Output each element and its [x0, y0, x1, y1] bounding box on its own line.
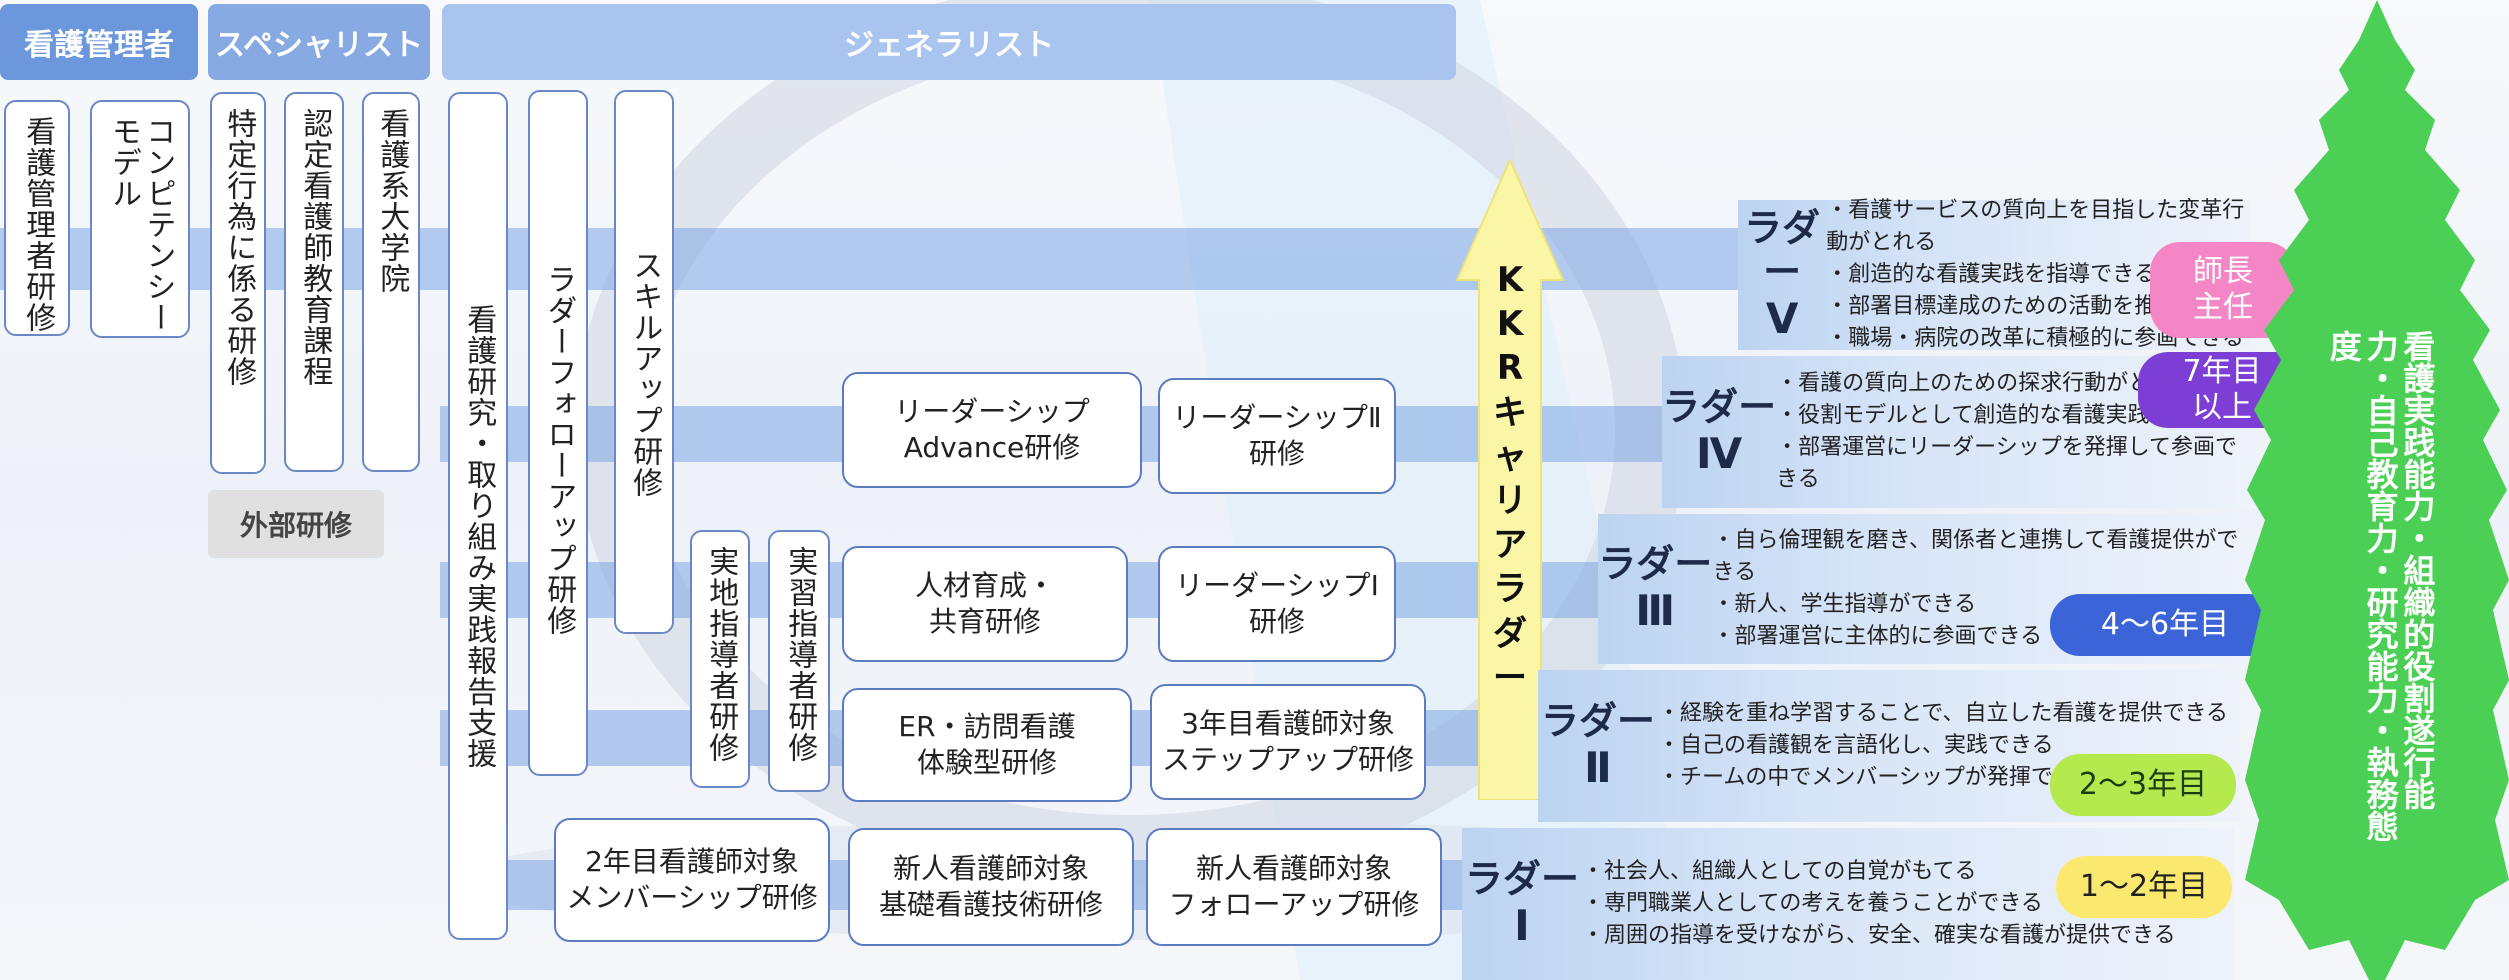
- career-ladder-char: K: [1496, 304, 1524, 345]
- external-training-label: 外部研修: [208, 490, 384, 558]
- ladder-label-text: ラダー: [1598, 542, 1713, 586]
- ladder-description-item: 専門職業人としての考えを養うことができる: [1582, 888, 2176, 920]
- ladder-label-text: ラダー: [1744, 206, 1821, 294]
- ladder-description-list: 経験を重ね学習することで、自立した看護を提供できる自己の看護観を言語化し、実践で…: [1658, 698, 2228, 794]
- ladder-description-item: 看護サービスの質向上を目指した変革行動がとれる: [1826, 195, 2250, 259]
- ladder-level-number: Ⅱ: [1584, 742, 1612, 792]
- nursing-graduate-box: 看護系大学院: [362, 92, 420, 472]
- competency-model-box: コンピテンシー モデル: [90, 100, 190, 338]
- career-ladder-char: R: [1496, 348, 1524, 389]
- practicum-instructor-box: 実習指導者研修: [768, 530, 830, 792]
- skillup-training-box: スキルアップ研修: [614, 90, 674, 634]
- experience-badge-text: 7年目: [2182, 354, 2262, 389]
- experience-badge: 1～2年目: [2056, 856, 2232, 918]
- ladder-followup-box: ラダーフォローアップ研修: [528, 90, 588, 776]
- tree-competencies-text: 看護実践能力・組織的役割遂行能力・自己教育力・研究能力・執務態度: [2324, 330, 2437, 842]
- year3-stepup-training: 3年目看護師対象ステップアップ研修: [1150, 684, 1426, 800]
- tree-icon: [2245, 0, 2509, 980]
- field-instructor-box: 実地指導者研修: [690, 530, 750, 788]
- ladder-description-list: 社会人、組織人としての自覚がもてる専門職業人としての考えを養うことができる周囲の…: [1582, 856, 2176, 952]
- research-support-box: 看護研究・取り組み実践報告支援: [448, 92, 508, 940]
- ladder-description-item: 看護の質向上のための探求行動がとれる: [1776, 368, 2256, 400]
- experience-badge-text: 師長: [2193, 254, 2253, 289]
- ladder-level-number: Ⅲ: [1635, 585, 1676, 635]
- experience-badge: 2～3年目: [2050, 754, 2236, 816]
- career-ladder-char: ー: [1493, 657, 1527, 698]
- hr-development-training: 人材育成・共育研修: [842, 546, 1128, 662]
- ladder-description-item: 創造的な看護実践を指導できる: [1826, 259, 2250, 291]
- ladder-description-item: チームの中でメンバーシップが発揮できる: [1658, 762, 2228, 794]
- header-generalist: ジェネラリスト: [442, 4, 1456, 80]
- ladder-description-item: 部署運営に主体的に参画できる: [1713, 621, 2256, 653]
- ladder-label-text: ラダー: [1662, 385, 1777, 429]
- header-specialist: スペシャリスト: [208, 4, 430, 80]
- certified-nurse-box: 認定看護師教育課程: [284, 92, 344, 472]
- new-nurse-followup-training: 新人看護師対象フォローアップ研修: [1146, 828, 1442, 946]
- career-ladder-char: ア: [1493, 525, 1527, 566]
- ladder-description-item: 部署運営にリーダーシップを発揮して参画できる: [1776, 432, 2256, 496]
- header-nursing-manager: 看護管理者: [0, 4, 198, 80]
- year2-membership-training: 2年目看護師対象メンバーシップ研修: [554, 818, 830, 942]
- ladder-level-number: Ⅳ: [1695, 428, 1743, 478]
- ladder-level-number: Ⅰ: [1514, 900, 1530, 950]
- career-ladder-char: キ: [1493, 392, 1527, 433]
- experience-badge-text: 主任: [2193, 290, 2253, 325]
- experience-badge-text: 4～6年目: [2100, 607, 2230, 642]
- experience-badge-text: 2～3年目: [2078, 767, 2208, 802]
- career-ladder-char: ラ: [1493, 569, 1527, 610]
- experience-badge: 師長主任: [2150, 242, 2296, 338]
- ladder-label-text: ラダー: [1464, 857, 1579, 901]
- career-ladder-char: リ: [1493, 480, 1527, 521]
- ladder-description-list: 自ら倫理観を磨き、関係者と連携して看護提供ができる新人、学生指導ができる部署運営…: [1713, 525, 2256, 653]
- ladder-description-item: 新人、学生指導ができる: [1713, 589, 2256, 621]
- experience-badge: 4～6年目: [2050, 594, 2280, 656]
- ladder-description-item: 自己の看護観を言語化し、実践できる: [1658, 730, 2228, 762]
- ladder-description-item: 自ら倫理観を磨き、関係者と連携して看護提供ができる: [1713, 525, 2256, 589]
- specific-acts-box: 特定行為に係る研修: [210, 92, 266, 474]
- manager-training-box: 看護管理者研修: [4, 100, 70, 336]
- experience-badge-text: 以上: [2192, 390, 2252, 425]
- ladder-description-item: 社会人、組織人としての自覚がもてる: [1582, 856, 2176, 888]
- new-nurse-basic-training: 新人看護師対象基礎看護技術研修: [848, 828, 1134, 946]
- er-visit-nursing-training: ER・訪問看護体験型研修: [842, 688, 1132, 802]
- career-ladder-arrow: [1455, 160, 1565, 800]
- ladder-description-item: 経験を重ね学習することで、自立した看護を提供できる: [1658, 698, 2228, 730]
- ladder-description-list: 看護の質向上のための探求行動がとれる役割モデルとして創造的な看護実践ができる部署…: [1776, 368, 2256, 496]
- career-ladder-char: K: [1496, 260, 1524, 300]
- career-ladder-char: ダ: [1493, 613, 1527, 654]
- ladder-level-number: Ⅴ: [1765, 293, 1799, 343]
- experience-badge-text: 1～2年目: [2079, 869, 2209, 904]
- ladder-description-item: 周囲の指導を受けながら、安全、確実な看護が提供できる: [1582, 920, 2176, 952]
- career-ladder-char: ャ: [1493, 436, 1527, 477]
- ladder-label-text: ラダー: [1540, 699, 1655, 743]
